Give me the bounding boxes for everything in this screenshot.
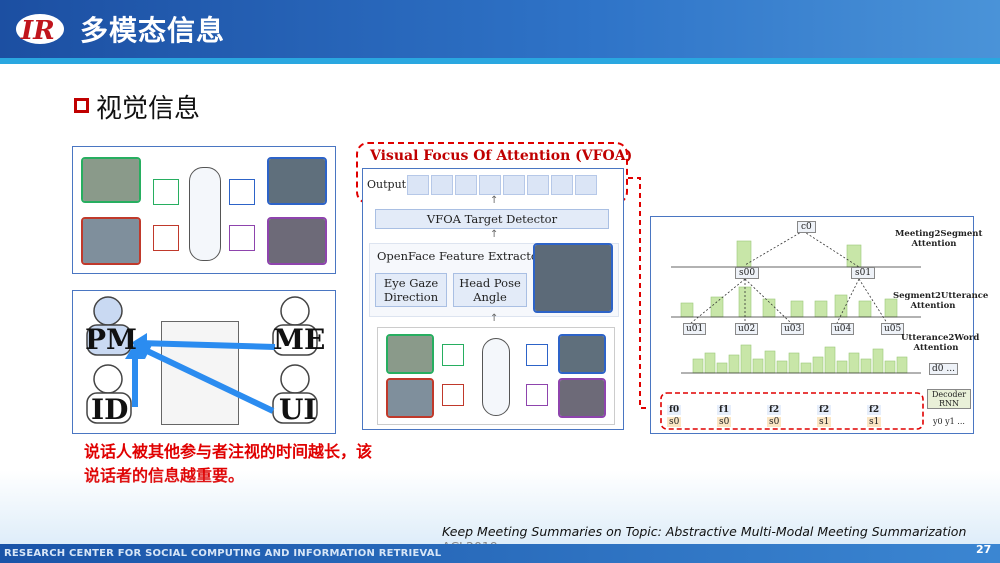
output-cell [575,175,597,195]
s-label: s0 [767,417,782,427]
y-labels: y0 y1 ... [933,417,965,426]
output-cell [551,175,573,195]
output-cell [527,175,549,195]
svg-text:IR: IR [20,16,55,46]
hierarchical-model: c0 Meeting2Segment Attention s00 s01 Seg… [650,216,989,434]
output-cell [479,175,501,195]
meeting-table [482,338,510,416]
participant-photo [267,217,327,265]
user-icon [526,384,548,406]
f-label: f1 [717,405,732,415]
f-label: f2 [867,405,882,415]
user-icon [153,225,179,251]
output-cell [431,175,453,195]
s-label: s0 [717,417,732,427]
output-label: Output [367,178,407,191]
f-label: f2 [767,405,782,415]
footer-wave [0,470,1000,545]
hit-ir-logo: IR [16,14,64,46]
person-icons [86,296,318,424]
feature-extractor-label: OpenFace Feature Extractor [377,249,544,263]
user-icon [229,179,255,205]
user-icon [229,225,255,251]
vfoa-title: Visual Focus Of Attention (VFOA) [370,148,633,164]
participant-photo [81,217,141,265]
arrow-up-icon: ↑ [490,229,499,240]
participant-photo [558,378,606,418]
u-node: u05 [881,323,905,335]
user-icon [526,344,548,366]
label-me: ME [273,323,326,356]
header-bar [0,0,1000,58]
u-node: u02 [735,323,759,335]
d0-node: d0 ... [929,363,958,375]
eye-gaze-box: Eye Gaze Direction [375,273,447,307]
attention-bars [660,230,924,430]
output-cell [503,175,525,195]
header-stripe [0,58,1000,64]
u-node: u03 [781,323,805,335]
s-label: s0 [667,417,682,427]
arrow-up-icon: ↑ [490,313,499,324]
decoder-node: Decoder RNN [927,389,971,409]
s-label: s1 [867,417,882,427]
label-id: ID [91,393,129,426]
gaze-diagram: PM ME ID UI [72,290,336,434]
label-pm: PM [85,323,138,356]
u-node: u04 [831,323,855,335]
page-number: 27 [976,543,992,556]
user-icon [442,384,464,406]
footer-bar [0,544,1000,563]
utterance2word-label: Utterance2Word Attention [901,333,980,353]
meeting-scene-image [72,146,336,274]
f-label: f2 [817,405,832,415]
segment2utterance-label: Segment2Utterance Attention [893,291,989,311]
square-bullet-icon [74,98,89,113]
face-detection-photo [533,243,613,313]
connector-line [628,177,654,409]
participant-photo [386,378,434,418]
participant-photo [81,157,141,203]
org-name: RESEARCH CENTER FOR SOCIAL COMPUTING AND… [4,548,442,559]
meeting2segment-label: Meeting2Segment Attention [895,229,983,249]
s01-node: s01 [851,267,876,279]
vfoa-pipeline: Output VFOA Target Detector OpenFace Fea… [362,168,624,430]
participant-photo [267,157,327,205]
arrow-up-icon: ↑ [490,195,499,206]
output-cell [455,175,477,195]
participant-photo [558,334,606,374]
user-icon [153,179,179,205]
s-label: s1 [817,417,832,427]
output-cell [407,175,429,195]
u-node: u01 [683,323,707,335]
meeting-scene-small [377,327,615,425]
head-pose-box: Head Pose Angle [453,273,527,307]
vfoa-detector-box: VFOA Target Detector [375,209,609,229]
page-title: 多模态信息 [80,14,226,47]
section-title: 视觉信息 [96,94,201,124]
user-icon [442,344,464,366]
citation-title: Keep Meeting Summaries on Topic: Abstrac… [442,524,967,539]
participant-photo [386,334,434,374]
f-label: f0 [667,405,682,415]
s00-node: s00 [735,267,760,279]
meeting-table [189,167,221,261]
label-ui: UI [279,393,317,426]
c0-node: c0 [797,221,816,233]
